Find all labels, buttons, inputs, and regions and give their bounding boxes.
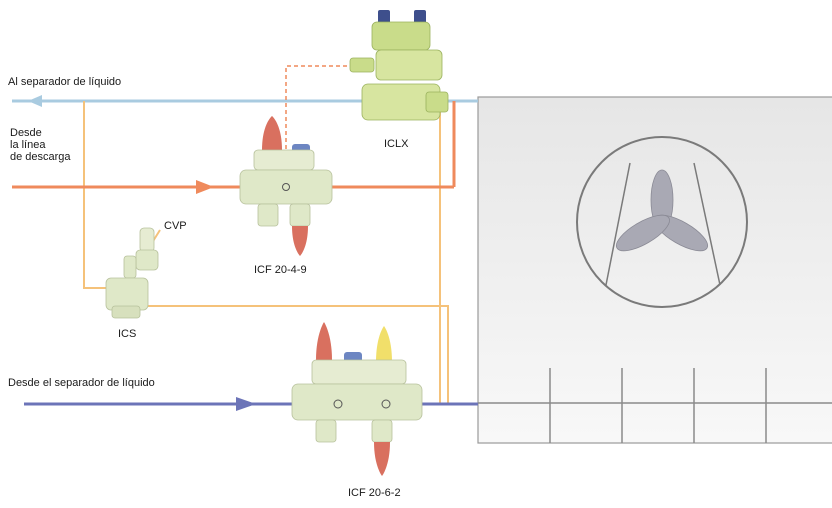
- label-icf-20-4-9: ICF 20-4-9: [254, 264, 307, 276]
- label-from-discharge-line3: de descarga: [10, 151, 71, 163]
- ics-valve: [105, 255, 149, 319]
- label-from-discharge: Desde la línea de descarga: [10, 127, 100, 163]
- iclx-pilot-dashed: [285, 65, 362, 170]
- icf-20-6-2-valve: [291, 322, 423, 476]
- label-ics: ICS: [118, 328, 137, 340]
- label-cvp: CVP: [164, 220, 187, 232]
- label-iclx: ICLX: [384, 138, 409, 150]
- label-icf-20-6-2: ICF 20-6-2: [348, 487, 401, 499]
- label-from-discharge-line1: Desde: [10, 127, 42, 139]
- discharge-line: [12, 101, 456, 194]
- label-to-separator: Al separador de líquido: [8, 76, 122, 88]
- liquid-supply-line: [24, 397, 478, 411]
- separator-vessel: [477, 96, 832, 444]
- label-from-discharge-line2: la línea: [10, 139, 46, 151]
- label-from-separator: Desde el separador de líquido: [8, 377, 155, 389]
- vessel-liquid-level: [478, 368, 832, 443]
- iclx-valve: [349, 10, 449, 121]
- cvp-valve: [135, 227, 159, 271]
- pump-icon: [576, 136, 748, 308]
- icf-20-4-9-valve: [239, 116, 333, 256]
